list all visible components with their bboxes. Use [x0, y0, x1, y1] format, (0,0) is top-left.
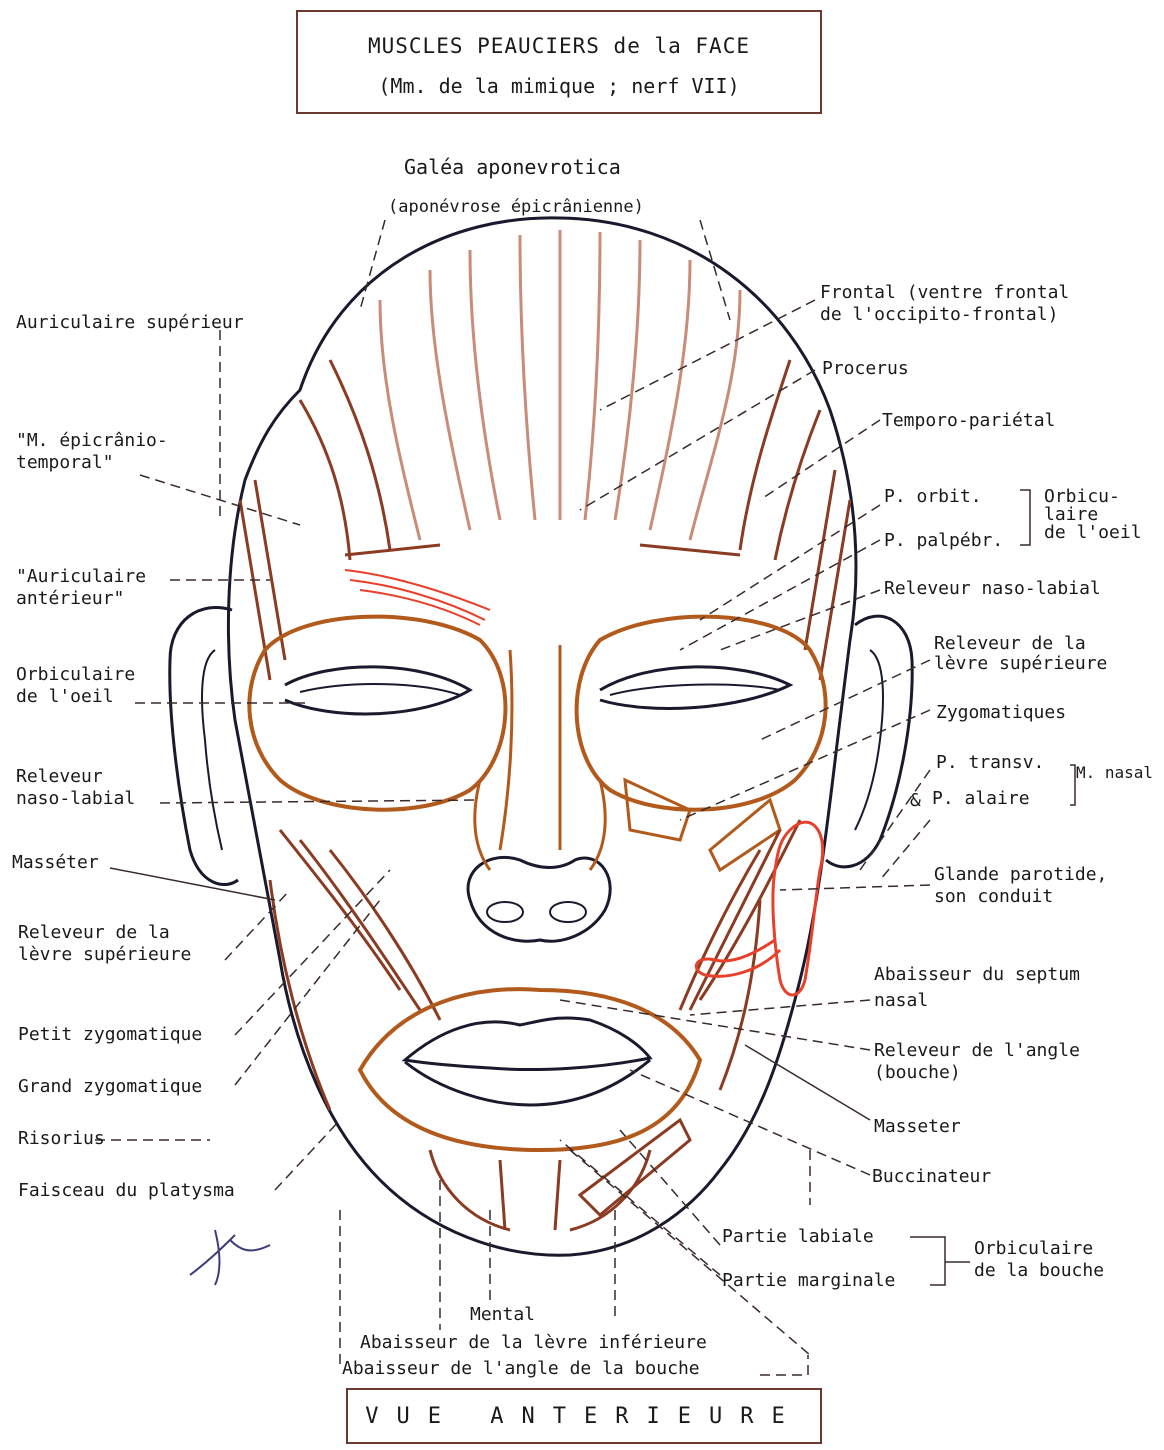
- label-masseter-left: Masséter: [12, 852, 99, 874]
- right-ear: [826, 616, 912, 867]
- label-galea-sub: (aponévrose épicrânienne): [388, 196, 644, 218]
- label-abaisseur-levre: Abaisseur de la lèvre inférieure: [360, 1332, 707, 1354]
- label-releveur-levre-left: Releveur de la lèvre supérieure: [18, 922, 191, 966]
- label-frontal: Frontal (ventre frontal de l'occipito-fr…: [820, 282, 1069, 326]
- label-galea: Galéa aponevrotica: [404, 156, 621, 178]
- cheek-fibres: [270, 820, 800, 1110]
- label-p-orbit: P. orbit.: [884, 486, 982, 508]
- signature: [190, 1230, 270, 1285]
- label-mental: Mental: [470, 1304, 535, 1326]
- label-epicranio-temporal: "M. épicrânio- temporal": [16, 430, 168, 474]
- label-releveur-naso-labial-right: Releveur naso-labial: [884, 578, 1101, 600]
- left-nostril: [487, 902, 523, 922]
- chin-muscles: [430, 1120, 690, 1230]
- label-buccinateur: Buccinateur: [872, 1166, 991, 1188]
- label-auriculaire-superieur: Auriculaire supérieur: [16, 312, 244, 334]
- label-abaisseur-septum: Abaisseur du septum nasal: [874, 962, 1080, 1014]
- left-eyelid-line: [300, 684, 460, 695]
- label-risorius: Risorius: [18, 1128, 105, 1150]
- label-abaisseur-angle: Abaisseur de l'angle de la bouche: [342, 1358, 700, 1380]
- label-petit-zygomatique: Petit zygomatique: [18, 1024, 202, 1046]
- label-glande-parotide: Glande parotide, son conduit: [934, 864, 1107, 908]
- parotid-gland: [773, 822, 823, 995]
- temporal-fibres: [240, 470, 850, 680]
- label-partie-labiale: Partie labiale: [722, 1226, 874, 1248]
- label-m-nasal: M. nasal: [1076, 762, 1153, 784]
- label-releveur-levre-right: Releveur de la lèvre supérieure: [934, 634, 1107, 674]
- label-masseter-right: Masseter: [874, 1116, 961, 1138]
- label-procerus: Procerus: [822, 358, 909, 380]
- footer-title: VUE ANTERIEURE: [348, 1404, 820, 1429]
- upper-lip: [405, 1018, 650, 1070]
- label-orbiculaire-oeil-group: Orbicu- laire de l'oeil: [1044, 488, 1142, 542]
- head-outline: [228, 218, 856, 1255]
- label-orbiculaire-bouche: Orbiculaire de la bouche: [974, 1238, 1104, 1282]
- right-ear-inner: [855, 650, 883, 830]
- label-temporo-parietal: Temporo-pariétal: [882, 410, 1055, 432]
- right-eyelid-line: [610, 685, 780, 695]
- galea-fibres: [380, 230, 740, 540]
- label-p-transv: P. transv.: [936, 752, 1044, 774]
- footer-box: VUE ANTERIEURE: [346, 1388, 822, 1444]
- right-orbit-ring: [577, 617, 826, 810]
- label-platysma: Faisceau du platysma: [18, 1180, 235, 1202]
- label-releveur-angle: Releveur de l'angle (bouche): [874, 1040, 1080, 1084]
- label-p-alaire: P. alaire: [932, 788, 1030, 810]
- label-orbiculaire-oeil-left: Orbiculaire de l'oeil: [16, 664, 135, 708]
- label-zygomatiques: Zygomatiques: [936, 702, 1066, 724]
- label-auriculaire-anterieur: "Auriculaire antérieur": [16, 566, 146, 610]
- label-grand-zygomatique: Grand zygomatique: [18, 1076, 202, 1098]
- label-partie-marginale: Partie marginale: [722, 1270, 895, 1292]
- right-nostril: [550, 902, 586, 922]
- label-p-palpebr: P. palpébr.: [884, 530, 1003, 552]
- left-ear-inner: [202, 650, 222, 850]
- label-amp: &: [910, 790, 921, 812]
- label-releveur-naso-labial-left: Releveur naso-labial: [16, 766, 135, 810]
- lower-lip: [405, 1060, 650, 1105]
